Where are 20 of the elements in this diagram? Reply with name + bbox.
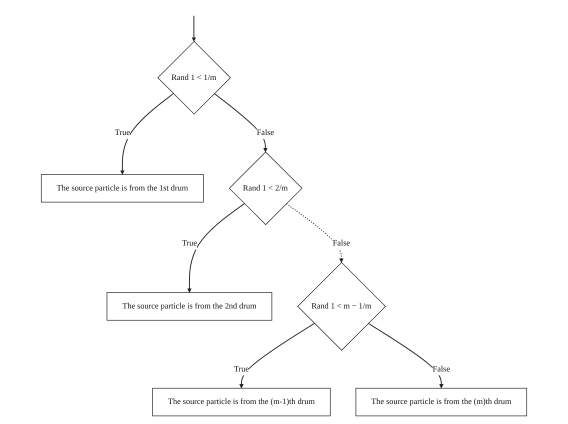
arrow [192,15,196,42]
arrow [187,203,245,293]
arrow [368,322,444,388]
node-box: The source particle is from the 1st drum [40,174,204,202]
arrow [286,203,344,263]
arrow [120,93,174,175]
arrow [239,322,315,388]
node-diamond: Rand 1 < 2/m [228,152,302,226]
edge-label: True [114,128,130,138]
arrow [214,93,268,152]
node-box: The source particle is from the (m-1)th drum [152,388,331,416]
edge-label: True [182,238,198,248]
node-box: The source particle is from the 2nd drum [106,292,272,321]
edge-label: True [234,364,250,374]
node-box: The source particle is from the (m)th drum [356,388,528,416]
node-diamond: Rand 1 < m − 1/m [297,262,386,351]
edge-label: False [332,238,350,248]
edge-label: False [432,364,450,374]
node-diamond: Rand 1 < 1/m [157,40,231,115]
edge-label: False [256,128,274,138]
